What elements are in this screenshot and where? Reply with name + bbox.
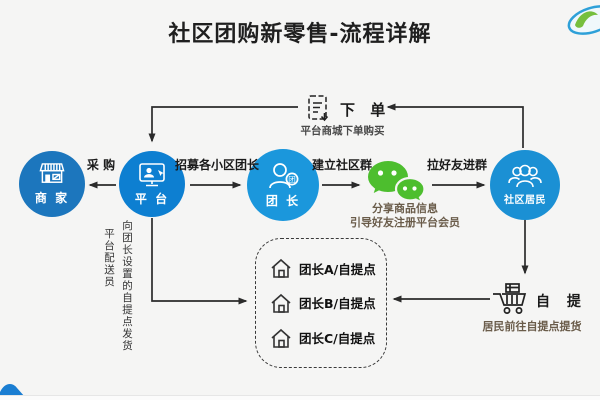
house-icon — [271, 259, 291, 279]
residents-label: 社区居民 — [504, 195, 546, 206]
order-label: 下 单 — [340, 101, 391, 119]
bottom-strip — [0, 395, 600, 400]
order-caption: 平台商城下单购买 — [300, 125, 385, 137]
self-pickup-caption: 居民前往自提点提货 — [482, 320, 582, 333]
platform-label: 平 台 — [134, 191, 170, 206]
arrow-platform-to-pickup-box — [151, 218, 248, 305]
pickup-item-label: 团长C/自提点 — [299, 331, 376, 347]
leader-label: 团 长 — [265, 194, 301, 208]
monitor-icon — [139, 162, 165, 186]
pickup-item: 团长B/自提点 — [270, 292, 376, 314]
storefront-icon — [39, 163, 65, 183]
node-platform: 平 台 — [119, 151, 185, 217]
delivery-note: 向团长设置的自提点发货 平台配送员 — [100, 220, 136, 360]
residents-icon — [508, 164, 542, 188]
pickup-item-label: 团长B/自提点 — [299, 296, 376, 312]
brand-logo-icon — [567, 5, 600, 35]
pickup-item: 团长A/自提点 — [270, 257, 376, 279]
house-icon — [271, 328, 291, 348]
delivery-note-line1: 向团长设置的自提点发货 — [121, 220, 133, 352]
bottom-decor-icon — [0, 384, 25, 397]
pickup-item-label: 团长A/自提点 — [299, 261, 376, 277]
node-merchant: 商 家 — [19, 151, 85, 217]
page-title: 社区团购新零售-流程详解 — [168, 22, 432, 47]
node-residents: 社区居民 — [490, 150, 560, 220]
invite-label: 拉好友进群 — [426, 158, 487, 172]
wechat-icon — [365, 158, 426, 205]
leader-badge: 团 — [288, 175, 296, 184]
arrow-residents-to-order — [386, 103, 524, 148]
self-pickup-label: 自 提 — [536, 294, 587, 310]
order-icon — [308, 95, 329, 122]
cart-icon — [493, 283, 527, 314]
build-group-label: 建立社区群 — [311, 158, 372, 172]
pickup-item: 团长C/自提点 — [270, 327, 376, 349]
pickup-box: 团长A/自提点 团长B/自提点 团长C/自提点 — [255, 238, 387, 368]
merchant-label: 商 家 — [34, 191, 70, 205]
recruit-label: 招募各小区团长 — [174, 158, 259, 172]
node-leader: 团 团 长 — [247, 149, 319, 221]
wechat-caption-line1: 分享商品信息 — [372, 202, 438, 215]
wechat-caption-line2: 引导好友注册平台会员 — [350, 216, 460, 229]
purchase-label: 采 购 — [86, 158, 116, 172]
leader-icon: 团 — [269, 163, 299, 189]
house-icon — [271, 293, 291, 313]
delivery-note-line2: 平台配送员 — [103, 228, 115, 288]
arrow-order-to-platform — [148, 106, 298, 143]
